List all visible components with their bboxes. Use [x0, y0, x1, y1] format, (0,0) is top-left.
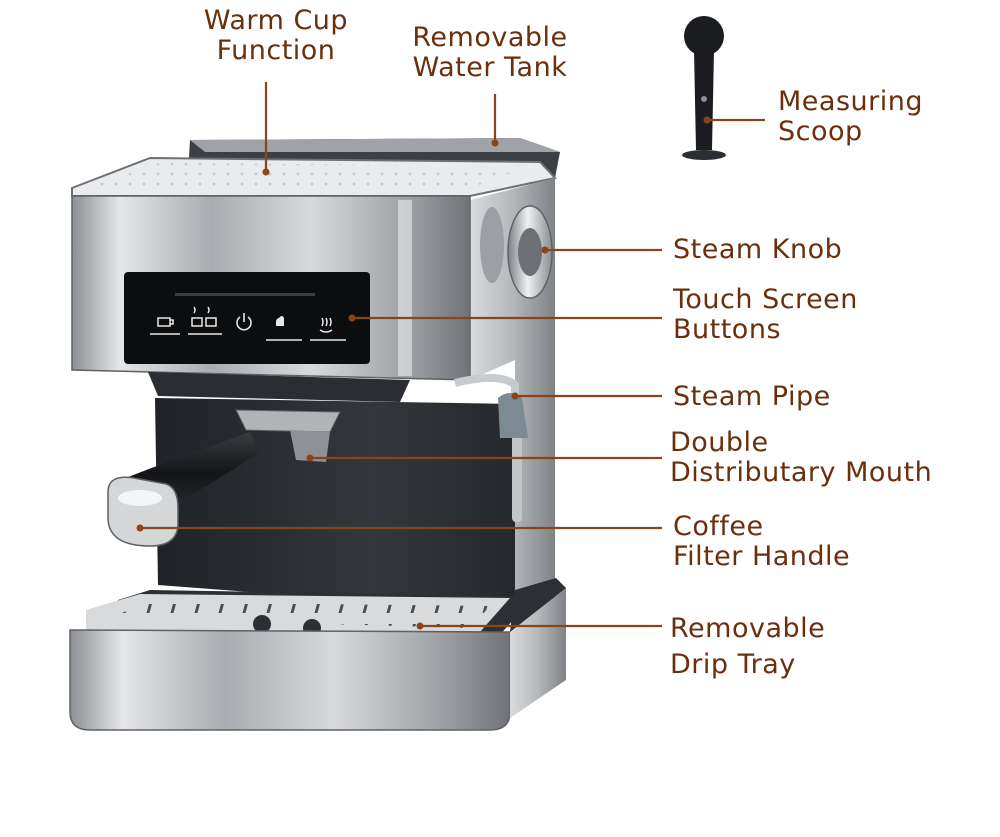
lower-body	[155, 398, 515, 612]
label-steam-pipe: Steam Pipe	[673, 381, 831, 412]
label-touch-screen-buttons: Touch Screen Buttons	[673, 284, 858, 345]
label-steam-knob: Steam Knob	[673, 234, 843, 265]
drip-tray	[86, 590, 515, 640]
double-distributary-mouth	[235, 409, 341, 462]
label-warm-cup-function: Warm Cup Function	[203, 5, 349, 66]
label-measuring-scoop: Measuring Scoop	[778, 86, 923, 147]
steam-knob[interactable]	[480, 205, 553, 299]
touch-control-panel	[124, 272, 370, 364]
steam-pipe	[454, 373, 528, 522]
machine-base	[69, 578, 566, 731]
single-cup-icon[interactable]	[150, 317, 180, 335]
double-cup-icon[interactable]	[188, 306, 222, 335]
leader-dots	[136, 116, 711, 630]
label-removable-drip-tray: Removable Drip Tray	[670, 613, 826, 680]
warm-cup-plate	[71, 156, 557, 197]
steam-hand-icon[interactable]	[266, 316, 302, 341]
label-double-distributary-mouth: Double Distributary Mouth	[670, 427, 933, 488]
measuring-scoop	[682, 16, 726, 160]
leader-lines	[140, 82, 765, 628]
label-removable-water-tank: Removable Water Tank	[412, 22, 568, 83]
hot-water-icon[interactable]	[310, 317, 346, 341]
label-coffee-filter-handle: Coffee Filter Handle	[673, 511, 851, 572]
brew-head	[148, 372, 410, 402]
power-icon[interactable]	[236, 313, 252, 331]
